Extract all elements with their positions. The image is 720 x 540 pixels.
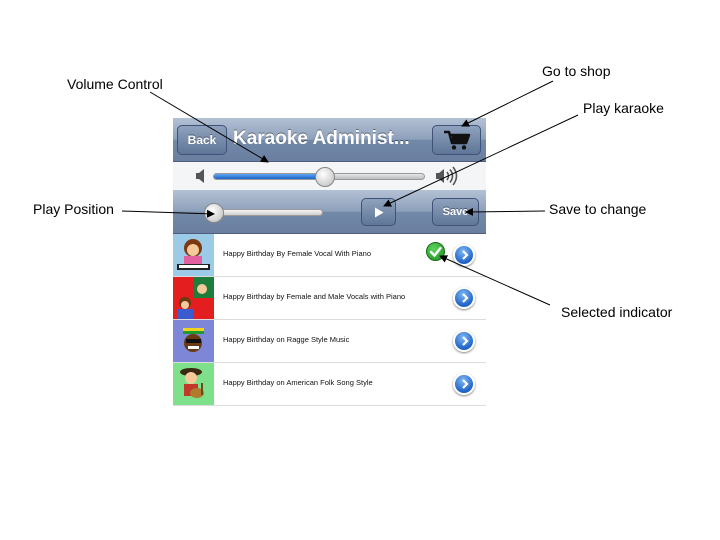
volume-slider-thumb[interactable] (315, 167, 336, 187)
volume-slider-fill (214, 174, 326, 179)
speaker-high-icon (436, 166, 458, 186)
selected-check-icon (426, 242, 445, 261)
chevron-right-icon (462, 336, 469, 346)
play-karaoke-callout: Play karaoke (583, 100, 664, 116)
chevron-right-icon (462, 250, 469, 260)
song-row[interactable]: Happy Birthday by Female and Male Vocals… (173, 277, 486, 320)
volume-slider[interactable] (213, 167, 425, 187)
karaoke-admin-screen: Back Karaoke Administ... (173, 118, 486, 406)
selected-indicator-callout: Selected indicator (561, 304, 673, 320)
cart-icon (443, 130, 470, 150)
play-icon (374, 207, 383, 217)
chevron-right-icon (462, 293, 469, 303)
song-row[interactable]: Happy Birthday on Ragge Style Music (173, 320, 486, 363)
detail-disclosure-button[interactable] (453, 287, 475, 309)
song-title: Happy Birthday on Ragge Style Music (223, 335, 350, 344)
detail-disclosure-button[interactable] (453, 244, 475, 266)
save-to-change-callout: Save to change (549, 201, 647, 217)
song-list: Happy Birthday By Female Vocal With Pian… (173, 234, 486, 406)
playback-toolbar: Save (173, 190, 486, 234)
shop-button[interactable] (432, 125, 481, 155)
song-title: Happy Birthday on American Folk Song Sty… (223, 378, 373, 387)
page-title: Karaoke Administ... (233, 128, 410, 149)
volume-bar (173, 162, 486, 190)
detail-disclosure-button[interactable] (453, 373, 475, 395)
chevron-right-icon (462, 379, 469, 389)
speaker-low-icon (196, 169, 204, 183)
detail-disclosure-button[interactable] (453, 330, 475, 352)
play-position-callout: Play Position (33, 201, 114, 217)
song-title: Happy Birthday By Female Vocal With Pian… (223, 249, 371, 258)
song-thumbnail-female-piano (173, 234, 214, 276)
song-thumbnail-folk (173, 363, 214, 405)
song-row[interactable]: Happy Birthday on American Folk Song Sty… (173, 363, 486, 406)
song-title: Happy Birthday by Female and Male Vocals… (223, 292, 406, 301)
navigation-bar: Back Karaoke Administ... (173, 118, 486, 162)
play-position-thumb[interactable] (204, 203, 224, 223)
song-thumbnail-reggae (173, 320, 214, 362)
play-button[interactable] (361, 198, 396, 226)
song-row[interactable]: Happy Birthday By Female Vocal With Pian… (173, 234, 486, 277)
volume-control-callout: Volume Control (67, 76, 163, 92)
go-to-shop-callout: Go to shop (542, 63, 611, 79)
back-button[interactable]: Back (177, 125, 227, 155)
play-position-slider[interactable] (204, 203, 323, 223)
save-button[interactable]: Save (432, 198, 479, 226)
song-thumbnail-duet-piano (173, 277, 214, 319)
